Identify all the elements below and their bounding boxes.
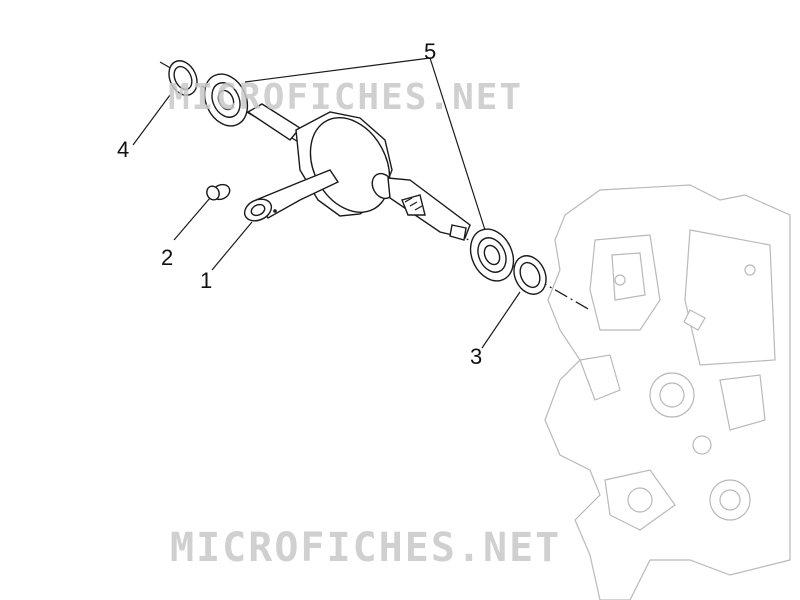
needle-bearing [206, 183, 231, 201]
bearing-right [469, 228, 515, 282]
watermark-top: MICROFICHES.NET [168, 77, 524, 118]
connecting-rod [243, 169, 340, 222]
callout-part-3: 3 [470, 344, 483, 369]
callout-part-4: 4 [117, 137, 130, 162]
watermark-bottom: MICROFICHES.NET [170, 525, 562, 571]
crankshaft [246, 103, 471, 241]
engine-casing [544, 184, 791, 600]
oil-seal-left [168, 60, 198, 96]
oil-seal-right [513, 255, 547, 295]
callout-part-2: 2 [161, 245, 174, 270]
callout-part-1: 1 [200, 268, 213, 293]
leader-lines [132, 57, 521, 349]
callout-part-5: 5 [424, 39, 437, 64]
bearing-left [203, 73, 249, 127]
